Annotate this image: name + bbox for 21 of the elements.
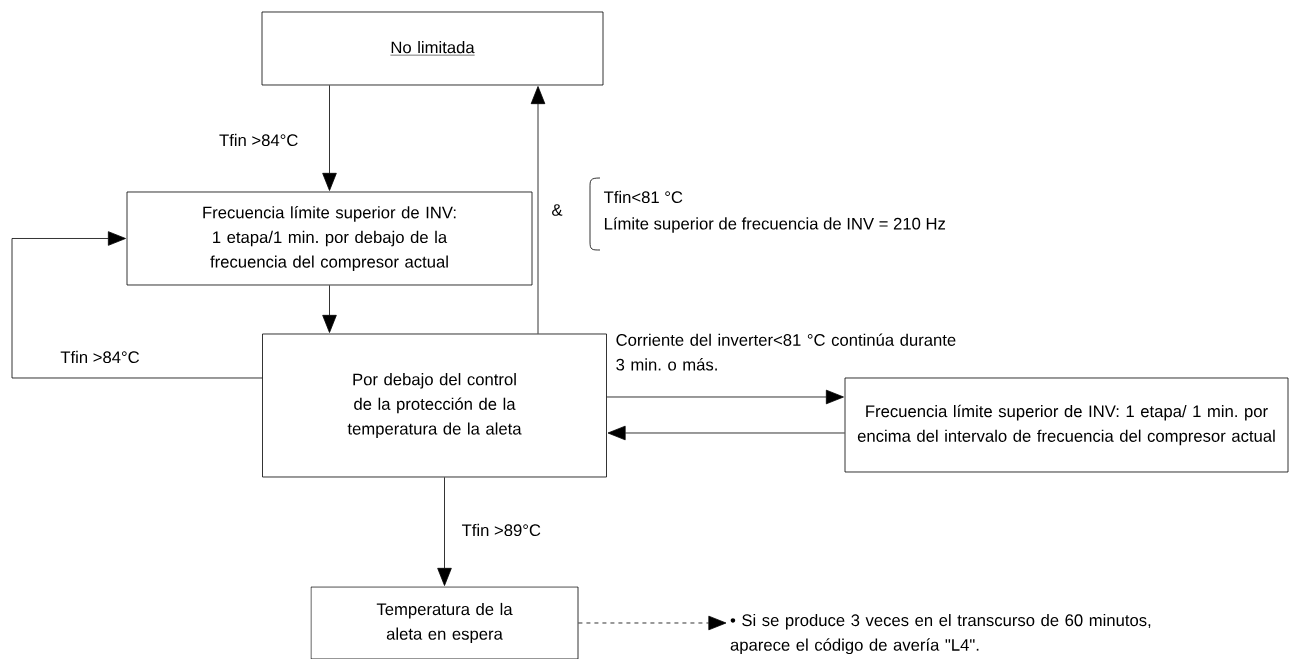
arrow — [322, 85, 337, 191]
edge-label: Tfin >84°C — [59, 349, 142, 365]
process-box: Temperatura de la aleta en espera — [310, 586, 579, 659]
note-text: • Si se produce 3 veces en el transcurso de 60 minutos, aparece el código de avería "L4". — [730, 613, 1151, 655]
process-box: Por debajo del control de la protección de la temperatura de la aleta — [262, 333, 607, 478]
edge-label: Corriente del inverter<81 °C continúa durante 3 min. o más. — [614, 332, 967, 372]
ampersand-label: & — [552, 204, 563, 216]
arrow — [11, 231, 263, 379]
edge-label: Tfin >84°C — [217, 132, 300, 148]
arrow — [437, 477, 452, 586]
arrow — [578, 615, 727, 631]
arrow — [607, 425, 845, 441]
process-box: Frecuencia límite superior de INV: 1 etapa/1 min. por debajo de la frecuencia del compresor actual — [126, 191, 533, 286]
process-box: Frecuencia límite superior de INV: 1 etapa/ 1 min. por encima del intervalo de frecuencia del compresor actual — [844, 377, 1289, 473]
condition-text: Límite superior de frecuencia de INV = 210 Hz — [604, 217, 946, 233]
arrow — [606, 389, 844, 405]
edge-label: Tfin >89°C — [460, 522, 543, 538]
arrow — [322, 285, 337, 333]
condition-text: Tfin<81 °C — [604, 190, 683, 204]
arrow — [530, 86, 546, 334]
process-box: No limitada — [261, 11, 604, 86]
